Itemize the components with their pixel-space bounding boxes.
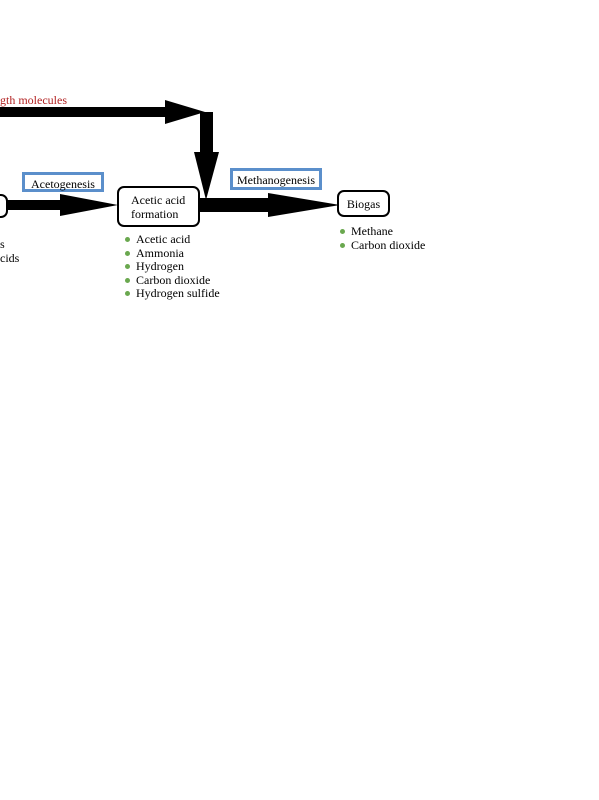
bullet-icon [125,264,130,269]
left-partial-node [0,194,8,218]
acetic-acid-formation-node: Acetic acid formation [117,186,200,227]
list-item: Carbon dioxide [339,238,425,253]
left-partial-item-2: cids [0,251,20,265]
bullet-icon [125,277,130,283]
methanogenesis-stage-label: Methanogenesis [230,168,322,190]
list-item: Carbon dioxide [124,273,220,288]
bullet-icon [125,250,130,256]
list-item: Hydrogen sulfide [124,286,220,301]
list-item: Acetic acid [124,232,220,247]
acetic-acid-formation-line1: Acetic acid [131,193,186,207]
methanogenesis-arrow [199,193,340,217]
bullet-icon [125,291,130,296]
top-flow-arrow [0,100,205,124]
acetogenesis-arrow [5,194,118,216]
list-item: Ammonia [124,246,220,261]
acetic-acid-formation-line2: formation [131,207,179,221]
left-partial-item-1: s [0,237,5,251]
down-flow-arrow [194,112,219,200]
top-flow-note: gth molecules [0,93,67,107]
acetic-acid-formation-products: Acetic acid Ammonia Hydrogen Carbon diox… [124,232,220,301]
biogas-products: Methane Carbon dioxide [339,224,425,253]
bullet-icon [340,229,345,234]
list-item: Hydrogen [124,259,220,274]
bullet-icon [340,242,345,248]
list-item: Methane [339,224,425,239]
acetogenesis-stage-label: Acetogenesis [22,172,104,192]
bullet-icon [125,237,130,242]
biogas-node: Biogas [337,190,390,217]
